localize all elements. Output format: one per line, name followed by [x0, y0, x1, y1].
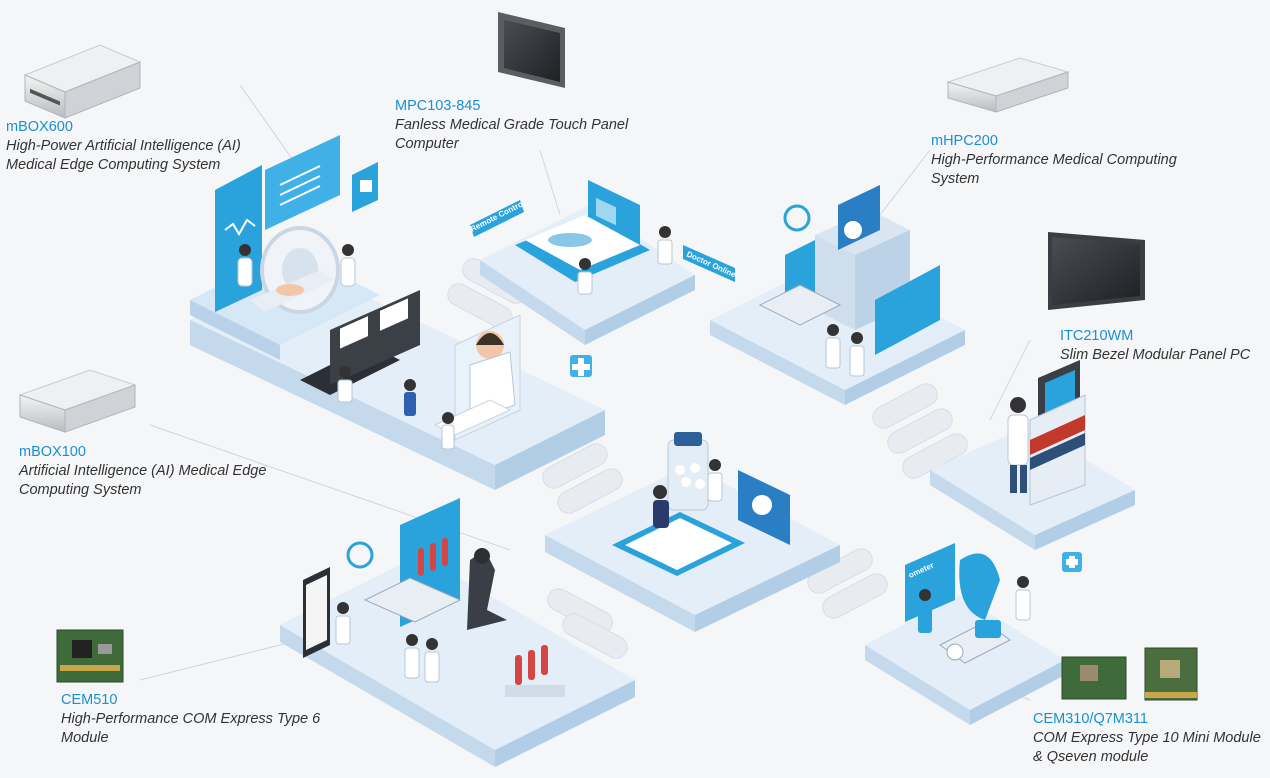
product-code: CEM310/Q7M311 — [1033, 711, 1148, 727]
mbox600-label: mBOX600 High-Power Artificial Intelligen… — [6, 118, 241, 175]
remote-care-scene: Remote Control Doctor Online — [469, 180, 738, 295]
mhpc200-device-image — [946, 57, 1070, 113]
platform-laboratory — [280, 555, 635, 767]
remote-control-sign: Remote Control — [469, 199, 527, 234]
product-description: High-Performance COM Express Type 6 — [61, 711, 321, 727]
imaging-scene — [215, 135, 378, 314]
product-description: Computer — [395, 136, 459, 152]
product-code: mHPC200 — [931, 133, 998, 149]
medical-cross-icon — [570, 355, 592, 377]
product-description: System — [931, 171, 980, 187]
mpc103-device-image — [498, 12, 565, 88]
product-description: & Qseven module — [1033, 749, 1149, 765]
mhpc200-label: mHPC200 High-Performance Medical Computi… — [931, 132, 1177, 189]
product-description: High-Performance Medical Computing — [931, 152, 1177, 168]
itc210wm-device-image — [1048, 232, 1145, 310]
cem510-label: CEM510 High-Performance COM Express Type… — [61, 691, 320, 748]
medical-cross-icon — [1062, 552, 1082, 572]
cem310-label: CEM310/Q7M311 COM Express Type 10 Mini M… — [1033, 710, 1261, 767]
product-code: mBOX600 — [6, 119, 73, 135]
mbox100-label: mBOX100 Artificial Intelligence (AI) Med… — [19, 443, 266, 500]
product-description: Computing System — [19, 482, 142, 498]
wearables-scene: ometer — [905, 543, 1031, 664]
product-description: High-Power Artificial Intelligence (AI) — [6, 138, 241, 154]
bedside-scene — [1007, 360, 1086, 506]
platform-computing — [710, 260, 965, 405]
product-code: MPC103-845 — [395, 98, 481, 114]
product-description: Module — [61, 730, 109, 746]
product-description: Artificial Intelligence (AI) Medical Edg… — [19, 463, 267, 479]
computing-scene — [758, 185, 940, 377]
product-description: Fanless Medical Grade Touch Panel — [395, 117, 629, 133]
product-code: mBOX100 — [19, 444, 86, 460]
mbox600-device-image — [23, 44, 142, 119]
product-description: Medical Edge Computing System — [6, 157, 221, 173]
mbox100-device-image — [18, 369, 137, 433]
walkway-steps — [447, 258, 968, 659]
product-code: CEM510 — [61, 692, 118, 708]
itc210wm-label: ITC210WM Slim Bezel Modular Panel PC — [1060, 327, 1250, 365]
clinic-scene — [300, 290, 521, 450]
product-description: Slim Bezel Modular Panel PC — [1060, 347, 1251, 363]
cem310-module-image — [1061, 647, 1198, 701]
mpc103-label: MPC103-845 Fanless Medical Grade Touch P… — [395, 97, 628, 154]
pharmacy-scene — [612, 432, 790, 576]
laboratory-scene — [303, 498, 565, 697]
cem510-module-image — [56, 629, 124, 683]
product-description: COM Express Type 10 Mini Module — [1033, 730, 1261, 746]
product-code: ITC210WM — [1060, 328, 1134, 344]
